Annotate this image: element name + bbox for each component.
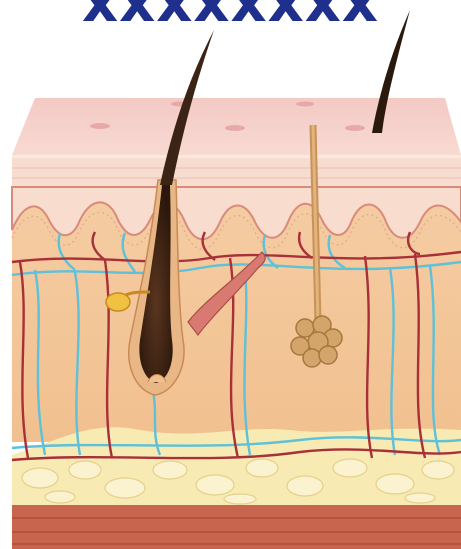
epidermis-band: [12, 155, 461, 187]
muscle-layer: [12, 505, 461, 549]
